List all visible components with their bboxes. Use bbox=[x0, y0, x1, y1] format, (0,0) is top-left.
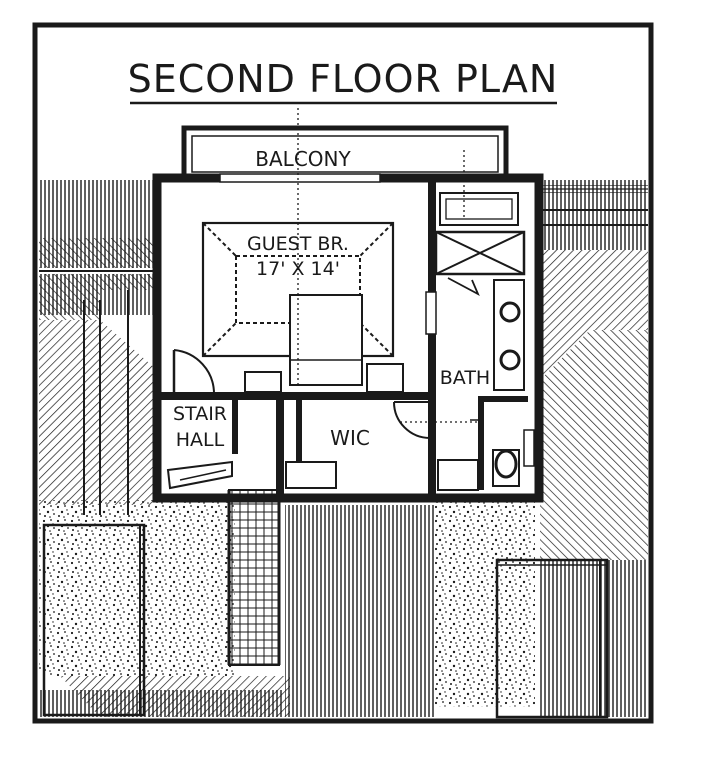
nightstand-right bbox=[366, 363, 404, 393]
interior-wall-bedroom-bottom bbox=[157, 392, 433, 400]
bath-label: BATH bbox=[440, 367, 490, 389]
lower-roof-hatching bbox=[39, 505, 648, 717]
bed bbox=[289, 294, 363, 386]
wic-door-swing bbox=[393, 401, 431, 439]
shower bbox=[434, 230, 526, 276]
railings bbox=[42, 523, 609, 719]
stair-run bbox=[228, 489, 280, 666]
stair-hall-label-2: HALL bbox=[176, 429, 225, 451]
balcony-label: BALCONY bbox=[255, 147, 351, 171]
roof-hatching-right bbox=[540, 180, 648, 560]
plan-title: SECOND FLOOR PLAN bbox=[128, 57, 559, 101]
nightstand-left bbox=[244, 371, 282, 393]
roof-hatching-left bbox=[39, 180, 157, 515]
stair-door-swing bbox=[173, 349, 216, 395]
interior-wall-bath-left bbox=[428, 180, 436, 496]
stone-patio bbox=[39, 500, 535, 707]
bath-vanity bbox=[439, 192, 519, 226]
interior-wall-stair bbox=[232, 398, 238, 454]
wic-label: WIC bbox=[330, 426, 370, 450]
stair-hall-label-1: STAIR bbox=[173, 403, 227, 425]
sinks bbox=[493, 279, 525, 391]
toilet bbox=[492, 449, 520, 487]
